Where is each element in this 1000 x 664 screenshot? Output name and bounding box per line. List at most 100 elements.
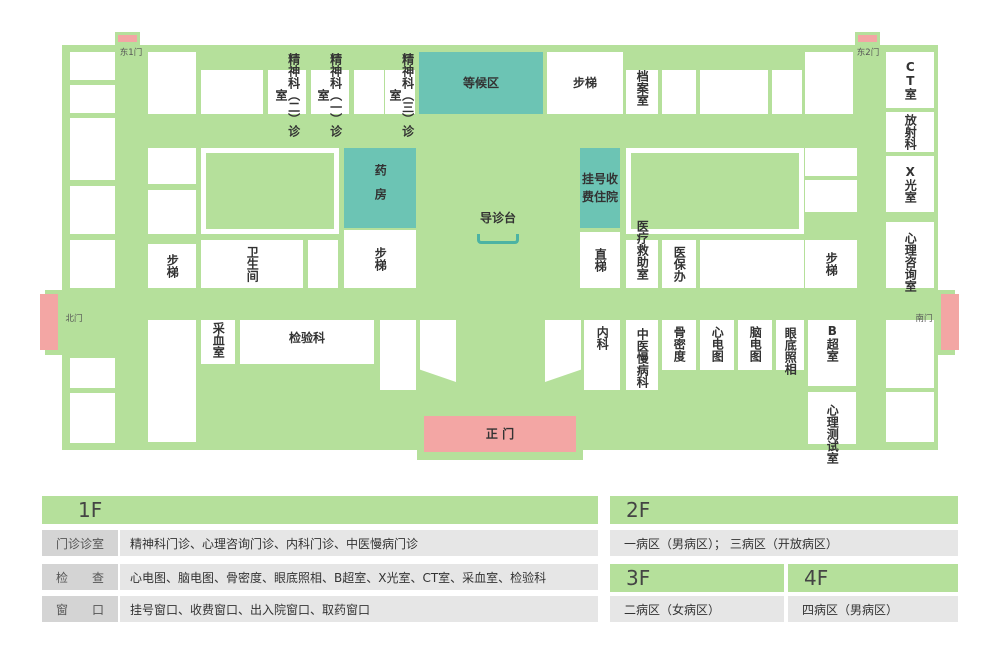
label-registration: 挂号收费住院 <box>582 172 619 204</box>
waiting-area <box>419 52 543 114</box>
room-block <box>70 358 115 388</box>
room-block <box>772 70 802 114</box>
room-block <box>148 52 196 114</box>
room-block <box>70 393 115 443</box>
room-block <box>662 320 696 370</box>
room-block <box>700 70 768 114</box>
room-block <box>738 320 772 370</box>
room-block <box>580 232 620 288</box>
guide-desk-icon <box>477 234 519 244</box>
pharmacy-block <box>344 148 416 228</box>
room-block <box>311 70 349 114</box>
room-block <box>344 230 416 288</box>
room-block <box>268 70 306 114</box>
label-north: 北门 <box>65 313 83 324</box>
label-bone: 骨密度 <box>672 326 687 362</box>
room-block <box>201 240 303 288</box>
floor-3f-value: 二病区（女病区） <box>610 596 784 622</box>
room-block <box>626 320 658 390</box>
label-psych-test: 心理测试室 <box>825 404 840 464</box>
floor-4f-value: 四病区（男病区） <box>788 596 958 622</box>
room-block <box>385 70 415 114</box>
room-block <box>808 392 856 444</box>
courtyard-right-inner <box>631 153 799 229</box>
room-block <box>148 244 196 288</box>
room-block <box>886 320 934 388</box>
label-archives: 档案室 <box>635 70 650 106</box>
room-block <box>380 320 416 390</box>
label-insurance: 医保办 <box>672 246 687 282</box>
floor-2f-value: 一病区（男病区）； 三病区（开放病区） <box>610 530 958 556</box>
room-block <box>805 52 853 114</box>
label-ct: CT室 <box>903 60 918 100</box>
room-block <box>886 52 934 108</box>
room-block <box>70 85 115 113</box>
room-block <box>700 320 734 370</box>
floor-4f-header: 4F <box>788 564 958 592</box>
gate-north[interactable] <box>40 294 58 350</box>
gate-south[interactable] <box>941 294 959 350</box>
label-pharmacy: 药房 <box>373 164 388 212</box>
floor-2f-header: 2F <box>610 496 958 524</box>
registration-block <box>580 148 620 228</box>
label-radiology: 放射科 <box>903 114 918 150</box>
room-block <box>70 240 115 288</box>
label-elevator: 直梯 <box>593 248 608 272</box>
room-block <box>805 180 857 212</box>
room-block <box>354 70 384 114</box>
f1-row-label: 窗 口 <box>42 596 118 622</box>
label-stairs-mid: 步梯 <box>373 247 388 271</box>
room-block <box>886 112 934 152</box>
room-block <box>662 70 696 114</box>
room-block <box>148 148 196 184</box>
label-psych-consult: 心理咨询室 <box>903 232 918 292</box>
room-block <box>808 320 856 386</box>
floor-plan: 东1门 东2门 北门 南门 正 门 精神科（二）诊室 精神科（一）诊室 精神科（… <box>40 32 959 464</box>
room-block <box>805 148 857 176</box>
room-block <box>805 240 857 288</box>
label-xray: X光室 <box>903 165 918 203</box>
room-block <box>70 52 115 80</box>
room-block <box>662 240 696 288</box>
f1-row-label: 检 查 <box>42 564 118 590</box>
main-gate[interactable] <box>424 416 576 452</box>
room-block <box>201 320 235 364</box>
room-block <box>886 222 934 288</box>
floor-3f-header: 3F <box>610 564 784 592</box>
room-block <box>201 70 263 114</box>
floor-1f-header: 1F <box>42 496 598 524</box>
f1-row-value: 挂号窗口、收费窗口、出入院窗口、取药窗口 <box>120 596 598 622</box>
entrance-wedge-right <box>545 320 581 382</box>
label-main-gate: 正 门 <box>485 426 515 441</box>
label-east2: 东2门 <box>856 47 880 58</box>
label-medical-aid: 医疗救助室 <box>635 220 650 280</box>
label-psych1: 精神科（一）诊室 <box>316 53 343 137</box>
label-tcm: 中医慢病科 <box>635 328 650 388</box>
room-block <box>240 320 374 364</box>
room-block <box>70 186 115 234</box>
room-block <box>547 52 623 114</box>
label-toilet: 卫生间 <box>245 246 260 282</box>
entrance-wedge-left <box>420 320 456 382</box>
room-block <box>70 118 115 180</box>
f1-row-value: 心电图、脑电图、骨密度、眼底照相、B超室、X光室、CT室、采血室、检验科 <box>120 564 598 590</box>
room-block <box>584 320 620 390</box>
label-stairs-top: 步梯 <box>572 75 597 90</box>
gate-east1[interactable] <box>118 35 137 42</box>
room-block <box>148 190 196 234</box>
label-eeg: 脑电图 <box>748 326 763 362</box>
room-block <box>626 70 658 114</box>
room-block <box>148 320 196 442</box>
label-internal: 内科 <box>595 326 610 350</box>
label-bultrasound: B超室 <box>825 324 840 362</box>
label-fundus: 眼底照相 <box>783 327 798 375</box>
f1-row-label: 门诊诊室 <box>42 530 118 556</box>
label-psych2: 精神科（二）诊室 <box>274 53 301 137</box>
gate-east2[interactable] <box>858 35 877 42</box>
label-psych3: 精神科（三）诊室 <box>388 53 415 137</box>
label-blood: 采血室 <box>211 322 226 358</box>
label-guide-desk: 导诊台 <box>479 210 516 225</box>
label-east1: 东1门 <box>119 47 143 58</box>
room-block <box>886 156 934 212</box>
room-block <box>776 320 804 370</box>
